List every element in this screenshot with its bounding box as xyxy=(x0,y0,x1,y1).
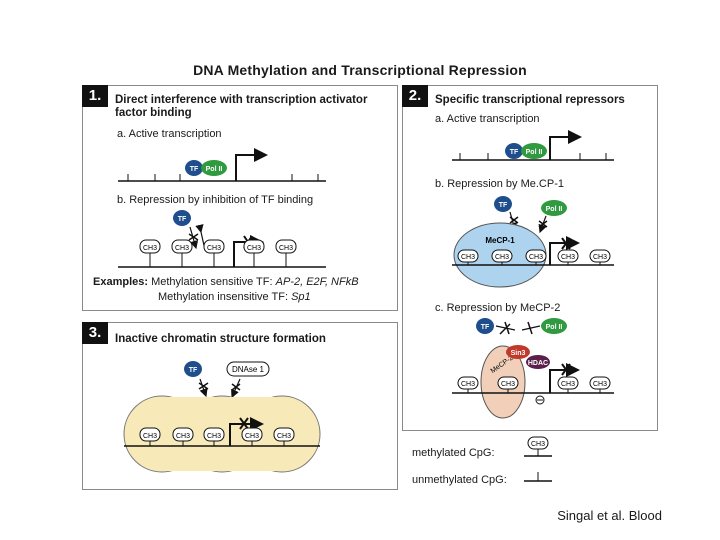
legend-methylated-symbol: CH3 xyxy=(524,436,552,457)
transcription-start-arrow xyxy=(549,363,580,393)
svg-text:TF: TF xyxy=(499,202,508,209)
tf-protein: TF xyxy=(185,160,203,176)
svg-text:Pol II: Pol II xyxy=(546,324,563,331)
methylated-cpg-row-3: CH3 CH3 CH3 CH3 CH3 xyxy=(139,427,295,446)
transcription-start-arrow xyxy=(235,148,268,181)
panel-title: Specific transcriptional repressors xyxy=(435,94,625,106)
panel-number: 2. xyxy=(402,85,428,107)
panel-number: 1. xyxy=(82,85,108,107)
svg-text:Pol II: Pol II xyxy=(546,206,563,213)
svg-text:CH3: CH3 xyxy=(176,433,190,440)
svg-text:TF: TF xyxy=(481,324,490,331)
svg-text:TF: TF xyxy=(178,216,187,223)
svg-text:CH3: CH3 xyxy=(501,381,515,388)
repression-x-mark xyxy=(239,417,249,430)
svg-text:CH3: CH3 xyxy=(593,254,607,261)
legend-unmethylated-symbol xyxy=(524,472,552,482)
svg-text:CH3: CH3 xyxy=(531,441,545,448)
repression-x-mark xyxy=(561,363,571,376)
svg-text:TF: TF xyxy=(190,166,199,173)
svg-text:CH3: CH3 xyxy=(495,254,509,261)
svg-text:CH3: CH3 xyxy=(561,254,575,261)
tf-protein: TF xyxy=(476,318,494,334)
legend-unmethylated-label: unmethylated CpG: xyxy=(412,474,507,486)
sin3-protein: Sin3 xyxy=(506,345,530,359)
deacetylation-symbol xyxy=(535,395,545,405)
svg-text:Pol II: Pol II xyxy=(526,149,543,156)
pol-ii-protein: Pol II xyxy=(541,200,567,216)
panel-title: Inactive chromatin structure formation xyxy=(115,333,326,345)
methylated-cpg-row-2b: CH3 CH3 CH3 CH3 CH3 xyxy=(457,249,611,265)
panel-number: 3. xyxy=(82,322,108,344)
dnase1-protein: DNAse 1 xyxy=(226,361,270,377)
hdac-protein: HDAC xyxy=(526,355,550,369)
tf-protein: TF xyxy=(505,143,523,159)
blocked-arrow xyxy=(495,321,541,335)
subtitle-active-transcription: a. Active transcription xyxy=(435,113,540,125)
transcription-start-arrow xyxy=(549,236,580,265)
svg-text:CH3: CH3 xyxy=(461,381,475,388)
svg-text:CH3: CH3 xyxy=(279,245,293,252)
examples-line2: Methylation insensitive TF: Sp1 xyxy=(158,291,311,303)
figure-title: DNA Methylation and Transcriptional Repr… xyxy=(193,62,527,78)
svg-text:DNAse 1: DNAse 1 xyxy=(232,365,265,374)
svg-text:CH3: CH3 xyxy=(175,245,189,252)
svg-text:CH3: CH3 xyxy=(461,254,475,261)
svg-text:CH3: CH3 xyxy=(247,245,261,252)
svg-text:CH3: CH3 xyxy=(143,245,157,252)
examples-sensitive-label: Methylation sensitive TF: xyxy=(151,276,273,288)
svg-text:TF: TF xyxy=(510,149,519,156)
svg-text:TF: TF xyxy=(189,367,198,374)
panel-direct-interference: 1. Direct interference with transcriptio… xyxy=(82,85,398,311)
pol-ii-protein: Pol II xyxy=(541,318,567,334)
svg-text:Sin3: Sin3 xyxy=(511,350,526,357)
methylated-cpg-row-1b: CH3 CH3 CH3 CH3 CH3 xyxy=(139,239,297,267)
panel-specific-repressors: 2. Specific transcriptional repressors a… xyxy=(402,85,658,431)
pol-ii-protein: Pol II xyxy=(201,160,227,176)
examples-line1: Examples: Methylation sensitive TF: AP-2… xyxy=(93,276,359,288)
tf-protein: TF xyxy=(184,361,202,377)
tf-protein: TF xyxy=(494,196,512,212)
subtitle-repression-tf-binding: b. Repression by inhibition of TF bindin… xyxy=(117,194,314,206)
panel-title-line1: Direct interference with transcription a… xyxy=(115,94,368,106)
subtitle-repression-mecp1: b. Repression by Me.CP-1 xyxy=(435,178,564,190)
pol-ii-protein: Pol II xyxy=(521,143,547,159)
svg-text:CH3: CH3 xyxy=(245,433,259,440)
examples-sensitive-items: AP-2, E2F, NFkB xyxy=(275,276,359,288)
citation-credit: Singal et al. Blood xyxy=(557,508,662,523)
svg-text:CH3: CH3 xyxy=(277,433,291,440)
transcription-start-arrow xyxy=(549,130,582,160)
svg-text:CH3: CH3 xyxy=(593,381,607,388)
blocked-arrow xyxy=(198,378,241,399)
svg-text:Pol II: Pol II xyxy=(206,166,223,173)
examples-insensitive-items: Sp1 xyxy=(291,291,311,303)
dna-strand-2a xyxy=(452,153,614,161)
svg-text:CH3: CH3 xyxy=(529,254,543,261)
panel-title-line2: factor binding xyxy=(115,107,192,119)
transcription-start-arrow xyxy=(229,417,264,446)
tf-protein: TF xyxy=(173,210,191,226)
svg-text:CH3: CH3 xyxy=(207,433,221,440)
legend-methylated-label: methylated CpG: xyxy=(412,447,495,459)
svg-text:CH3: CH3 xyxy=(561,381,575,388)
blocked-arrow xyxy=(509,211,548,234)
methylated-cpg-row-2c: CH3 CH3 CH3 CH3 xyxy=(457,376,611,393)
mecp1-label: MeCP-1 xyxy=(485,236,515,245)
examples-label: Examples: xyxy=(93,276,149,288)
svg-text:CH3: CH3 xyxy=(143,433,157,440)
examples-insensitive-label: Methylation insensitive TF: xyxy=(158,291,289,303)
dna-strand-1a xyxy=(118,174,326,182)
subtitle-active-transcription: a. Active transcription xyxy=(117,128,222,140)
subtitle-repression-mecp2: c. Repression by MeCP-2 xyxy=(435,302,561,314)
svg-text:HDAC: HDAC xyxy=(528,360,548,367)
svg-text:CH3: CH3 xyxy=(207,245,221,252)
repression-x-mark xyxy=(561,237,571,250)
